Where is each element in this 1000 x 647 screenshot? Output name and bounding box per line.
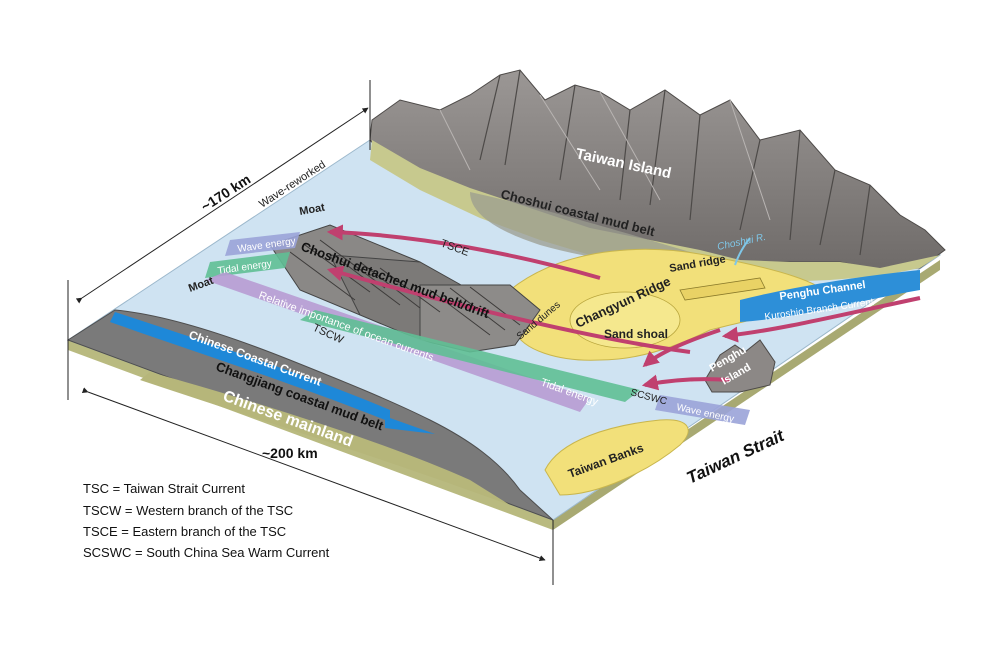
width-bottom-dimension-line: [81, 387, 546, 561]
band-tidal-energy-right: [300, 310, 640, 402]
sand-ridge: [679, 277, 766, 301]
legend-item-tsce: TSCE = Eastern branch of the TSC: [83, 524, 287, 539]
taiwan-strait-label: Taiwan Strait: [684, 425, 789, 487]
kuroshio-current-arrow: [721, 296, 921, 343]
band-wave-energy-right: [655, 395, 750, 425]
sand-shoal-label: Sand shoal: [604, 327, 668, 341]
penghu-current-arrow: [642, 328, 721, 368]
tscw-current-arrow: [326, 265, 691, 354]
top-width-label: ~170 km: [198, 171, 253, 215]
penghu-channel: [740, 270, 920, 322]
moat-top-label: Moat: [298, 202, 326, 218]
choshui-coastal-mud-zone: [470, 192, 690, 262]
width-top-dimension-line: [75, 107, 369, 304]
legend-item-tsc: TSC = Taiwan Strait Current: [83, 481, 245, 496]
legend-item-tscw: TSCW = Western branch of the TSC: [83, 503, 294, 518]
taiwan-banks: [544, 419, 689, 496]
choshui-river: [734, 237, 751, 266]
bottom-width-label: ~200 km: [262, 445, 318, 461]
legend-item-scswc: SCSWC = South China Sea Warm Current: [83, 545, 330, 560]
scswc-current-arrow: [641, 374, 731, 391]
sand-shoal: [569, 291, 681, 349]
